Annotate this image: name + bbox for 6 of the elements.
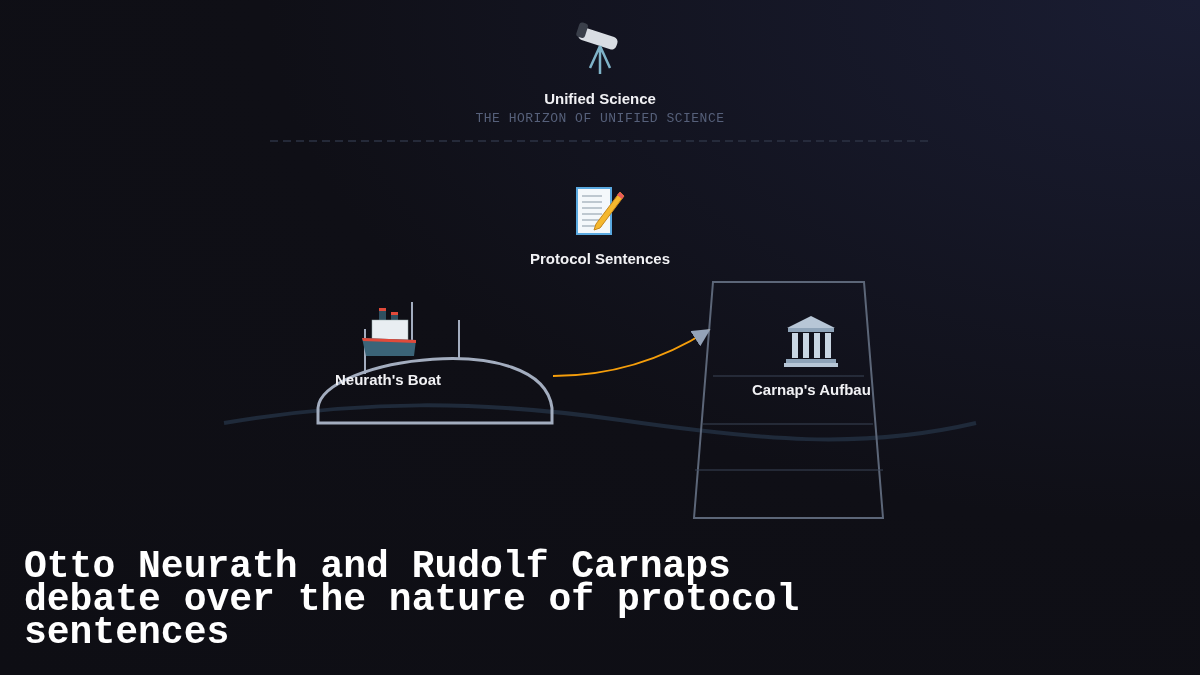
aufbau-label: Carnap's Aufbau	[752, 381, 871, 398]
heading-text: Protocol Sentences	[528, 250, 671, 267]
arrow	[552, 329, 711, 377]
subtitle-text: THE HORIZON OF UNIFIED SCIENCE	[474, 111, 726, 126]
title-text: Otto Neurath and Rudolf Carnaps debate over the nature of protocol sentences	[24, 550, 801, 649]
heading-text: Unified Science	[543, 90, 657, 107]
